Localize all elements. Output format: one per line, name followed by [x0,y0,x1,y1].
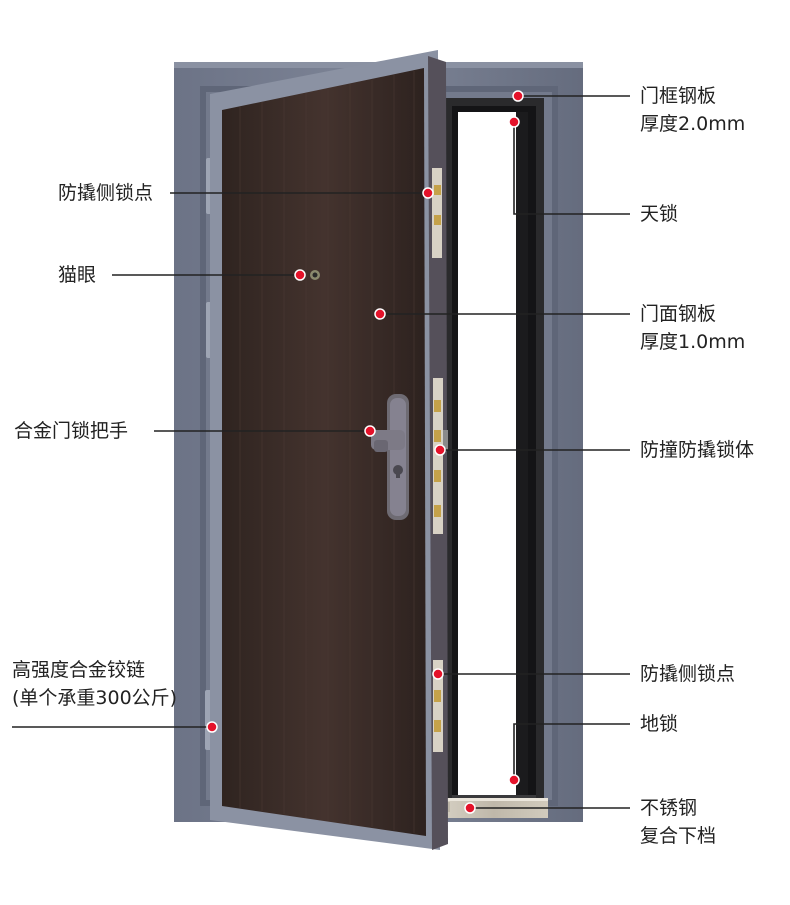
label-frame-plate: 门框钢板 厚度2.0mm [640,85,746,135]
dot-frame-plate [512,90,524,102]
label-ground-lock: 地锁 [640,713,679,735]
dot-lock-body [434,444,446,456]
label-panel-plate: 门面钢板 厚度1.0mm [640,303,746,353]
label-hinge: 高强度合金铰链 (单个承重300公斤) [12,659,178,709]
label-threshold: 不锈钢 复合下档 [640,797,717,847]
door-leaf [210,50,448,850]
dot-ground-lock [508,774,520,786]
label-lock-body: 防撞防撬锁体 [640,439,755,461]
lock-strip [432,168,448,752]
label-side-point-right: 防撬侧锁点 [640,663,736,685]
callout-dots [206,90,524,814]
line-top-lock [513,122,630,215]
dot-side-point-left [422,187,434,199]
label-top-lock: 天锁 [640,203,679,225]
label-handle: 合金门锁把手 [14,420,129,442]
dot-handle [364,425,376,437]
dot-threshold [464,802,476,814]
dot-top-lock [508,116,520,128]
dot-side-point-right [432,668,444,680]
label-side-point-left: 防撬侧锁点 [58,182,154,204]
dot-panel-plate [374,308,386,320]
label-peephole: 猫眼 [58,264,97,286]
callout-lines [12,95,630,809]
dot-hinge [206,721,218,733]
door-handle [371,394,409,520]
peephole [310,270,320,280]
door-opening [444,98,544,808]
line-ground-lock [513,723,630,780]
dot-peephole [294,269,306,281]
